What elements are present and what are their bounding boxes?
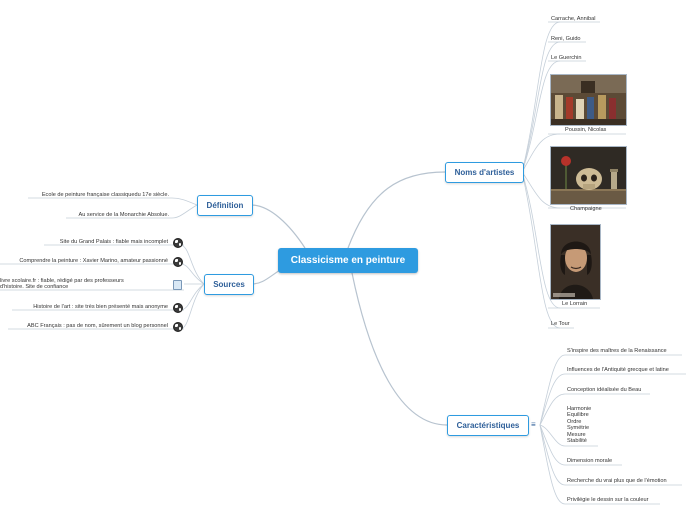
poussin-painting-image[interactable]	[550, 74, 627, 126]
central-topic[interactable]: Classicisme en peinture	[278, 248, 418, 273]
branch-sources[interactable]: Sources	[204, 274, 254, 295]
globe-icon[interactable]	[173, 238, 183, 248]
definition-item[interactable]: Ecole de peinture française classiquedu …	[41, 192, 169, 198]
globe-icon[interactable]	[173, 322, 183, 332]
branch-definition-label: Définition	[206, 201, 244, 210]
branch-sources-label: Sources	[213, 280, 245, 289]
characteristic-item[interactable]: Conception idéalisée du Beau	[567, 387, 642, 393]
branch-characteristics[interactable]: Caractéristiques	[447, 415, 529, 436]
definition-item[interactable]: Au service de la Monarchie Absolue.	[78, 212, 169, 218]
champaigne-painting-image[interactable]	[550, 146, 627, 205]
champaigne-painting-graphic	[551, 147, 626, 204]
characteristic-item[interactable]: Harmonie Equilibre Ordre Symétrie Mesure…	[567, 406, 592, 445]
edge-definition	[250, 204, 306, 249]
globe-icon[interactable]	[173, 257, 183, 267]
central-topic-label: Classicisme en peinture	[290, 255, 406, 266]
artist-item[interactable]: Le Lorrain	[562, 301, 588, 307]
artist-item[interactable]: Champaigne	[570, 206, 602, 212]
le-lorrain-portrait-image[interactable]	[550, 224, 601, 300]
source-item[interactable]: ABC Français : pas de nom, sûrement un b…	[27, 323, 168, 329]
source-item[interactable]: livre scolaire.fr : fiable, rédigé par d…	[0, 278, 124, 291]
artist-item[interactable]: Reni, Guido	[551, 36, 581, 42]
artist-item[interactable]: Carrache, Annibal	[551, 16, 596, 22]
branch-artists[interactable]: Noms d'artistes	[445, 162, 524, 183]
edge-characteristics	[351, 272, 448, 426]
artist-item[interactable]: Le Guerchin	[551, 55, 582, 61]
characteristic-item[interactable]: Influences de l'Antiquité grecque et lat…	[567, 367, 669, 373]
branch-characteristics-label: Caractéristiques	[456, 421, 520, 430]
edge-sources	[251, 269, 281, 285]
artist-item[interactable]: Poussin, Nicolas	[565, 127, 607, 133]
document-icon[interactable]	[173, 280, 182, 290]
le-lorrain-portrait-graphic	[551, 225, 600, 299]
source-item[interactable]: Site du Grand Palais : fiable mais incom…	[59, 239, 168, 245]
artist-item[interactable]: Le Tour	[551, 321, 570, 327]
edge-artists	[347, 171, 446, 249]
source-item[interactable]: Histoire de l'art : site très bien prése…	[33, 304, 168, 310]
source-item[interactable]: Comprendre la peinture : Xavier Marino, …	[19, 258, 168, 264]
globe-icon[interactable]	[173, 303, 183, 313]
characteristic-item[interactable]: S'inspire des maîtres de la Renaissance	[567, 348, 667, 354]
characteristic-item[interactable]: Dimension morale	[567, 458, 613, 464]
poussin-painting-graphic	[551, 75, 626, 125]
branch-artists-label: Noms d'artistes	[454, 168, 515, 177]
characteristic-item[interactable]: Recherche du vrai plus que de l'émotion	[567, 478, 667, 484]
characteristic-item[interactable]: Privilégie le dessin sur la couleur	[567, 497, 649, 503]
note-icon[interactable]: ≡	[531, 420, 536, 429]
branch-definition[interactable]: Définition	[197, 195, 253, 216]
